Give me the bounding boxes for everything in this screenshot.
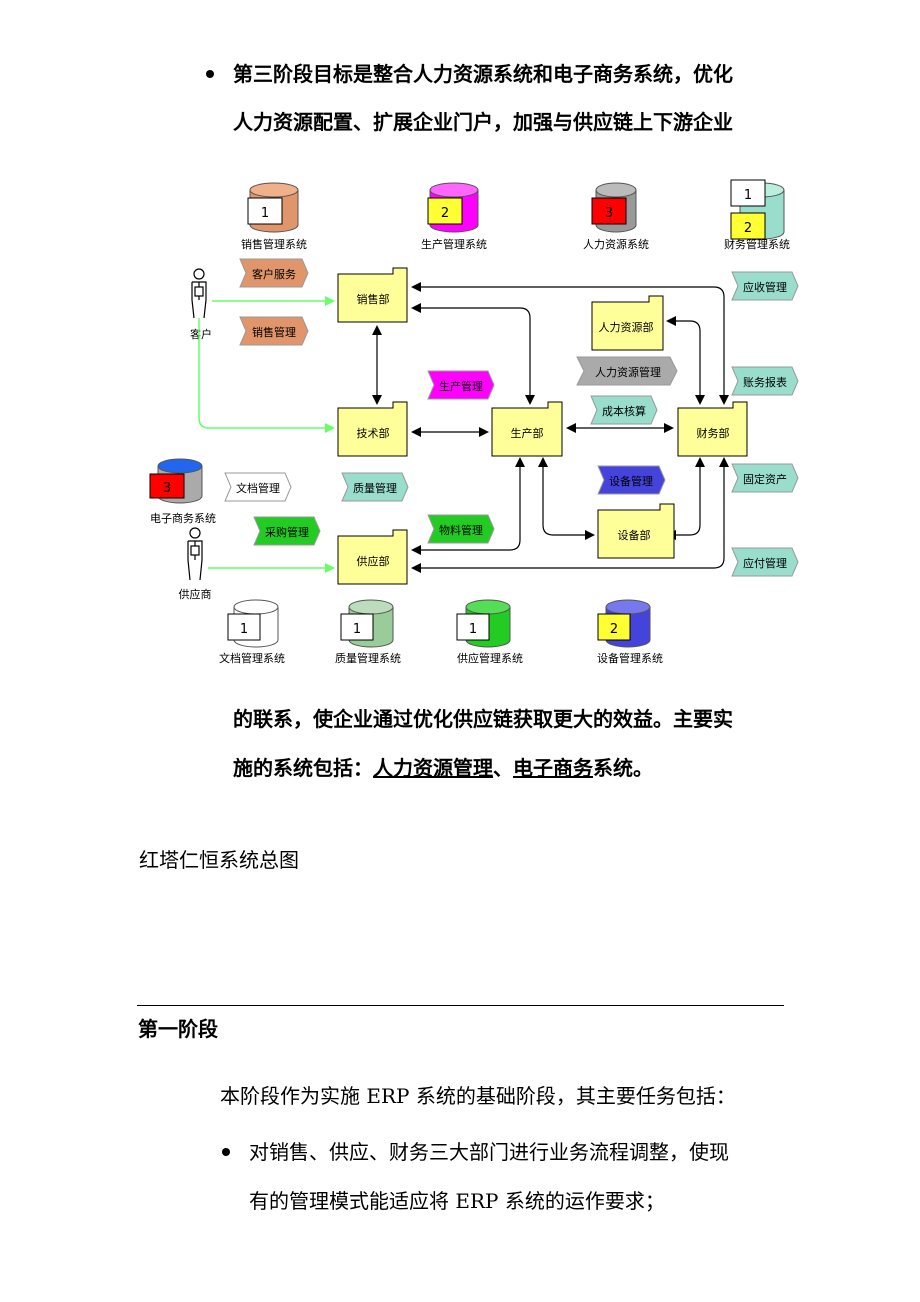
dept-production: 生产部	[491, 401, 563, 457]
tag-purchase-mgmt-label: 采购管理	[265, 525, 309, 539]
ecommerce-link[interactable]: 电子商务	[513, 756, 593, 780]
bullet-dot	[222, 1148, 230, 1156]
tag-doc-mgmt: 文档管理	[224, 472, 292, 502]
tag-production-mgmt: 生产管理	[427, 370, 495, 400]
production-system-num: 2	[441, 206, 449, 221]
dept-supply-label: 供应部	[357, 554, 390, 568]
doc-system-db: 1 文档管理系统	[219, 599, 285, 665]
tag-fixed-assets: 固定资产	[731, 463, 799, 493]
section-divider	[137, 1005, 784, 1006]
supply-system-label: 供应管理系统	[457, 651, 523, 665]
production-system-db: 2 生产管理系统	[421, 182, 487, 251]
hr-system-db: 3 人力资源系统	[583, 182, 649, 251]
tag-hr-mgmt-label: 人力资源管理	[595, 365, 661, 379]
tag-purchase-mgmt: 采购管理	[253, 516, 321, 546]
equipment-system-db: 2 设备管理系统	[597, 599, 663, 665]
section-intro: 本阶段作为实施 ERP 系统的基础阶段，其主要任务包括：	[220, 1084, 736, 1108]
hr-management-link[interactable]: 人力资源管理	[373, 756, 493, 780]
dept-equipment-label: 设备部	[618, 528, 651, 542]
paragraph-mid-suffix: 系统。	[593, 756, 653, 780]
green-connectors	[198, 296, 335, 573]
dept-finance-label: 财务部	[697, 426, 730, 440]
dept-hr-label: 人力资源部	[599, 320, 654, 334]
finance-system-db: 1 2 财务管理系统	[724, 179, 790, 251]
dept-supply: 供应部	[337, 529, 408, 585]
dept-tech: 技术部	[337, 401, 408, 457]
dept-equipment: 设备部	[597, 503, 675, 559]
sales-system-db: 1 销售管理系统	[241, 182, 307, 251]
tag-cost-accounting-label: 成本核算	[602, 404, 646, 418]
customer-actor: 客户	[190, 268, 212, 341]
tag-receivable-label: 应收管理	[743, 280, 787, 294]
tag-quality-mgmt: 质量管理	[341, 472, 409, 502]
hr-system-num: 3	[605, 206, 613, 221]
ecommerce-system-db: 3 电子商务系统	[149, 458, 216, 525]
tag-payable: 应付管理	[731, 547, 799, 577]
production-system-label: 生产管理系统	[421, 237, 487, 251]
hr-system-label: 人力资源系统	[583, 237, 649, 251]
tag-receivable: 应收管理	[731, 271, 799, 301]
tag-material-mgmt-label: 物料管理	[439, 523, 483, 537]
diagram-caption: 红塔仁恒系统总图	[139, 848, 299, 872]
tag-customer-service: 客户服务	[239, 258, 309, 288]
paragraph-mid-line1: 的联系，使企业通过优化供应链获取更大的效益。主要实	[233, 707, 733, 731]
dept-sales-label: 销售部	[357, 292, 390, 306]
ecommerce-system-label: 电子商务系统	[150, 511, 216, 525]
doc-system-num: 1	[240, 622, 248, 637]
tag-sales-mgmt: 销售管理	[239, 316, 309, 346]
dept-sales: 销售部	[337, 267, 408, 323]
supply-system-db: 1 供应管理系统	[456, 599, 523, 665]
quality-system-num: 1	[353, 622, 361, 637]
bullet2-line2: 有的管理模式能适应将 ERP 系统的运作要求；	[249, 1189, 665, 1213]
finance-system-label: 财务管理系统	[724, 237, 790, 251]
supply-system-num: 1	[469, 622, 477, 637]
finance-system-num-b: 2	[744, 221, 752, 236]
equipment-system-label: 设备管理系统	[597, 651, 663, 665]
tag-equipment-mgmt: 设备管理	[597, 465, 666, 495]
customer-label: 客户	[190, 327, 212, 341]
tag-quality-mgmt-label: 质量管理	[353, 481, 397, 495]
paragraph-mid-sep: 、	[493, 756, 513, 780]
tag-accounting-report: 账务报表	[731, 366, 799, 396]
tag-fixed-assets-label: 固定资产	[743, 472, 787, 486]
tag-customer-service-label: 客户服务	[252, 267, 296, 281]
tag-sales-mgmt-label: 销售管理	[252, 325, 296, 339]
paragraph-mid-prefix: 施的系统包括：	[233, 756, 373, 780]
tag-payable-label: 应付管理	[743, 556, 787, 570]
tag-production-mgmt-label: 生产管理	[439, 379, 483, 393]
paragraph-top-line2: 人力资源配置、扩展企业门户，加强与供应链上下游企业	[233, 110, 733, 134]
sales-system-label: 销售管理系统	[241, 237, 307, 251]
ecommerce-system-num: 3	[163, 481, 171, 496]
bullet2-line1: 对销售、供应、财务三大部门进行业务流程调整，使现	[249, 1140, 729, 1164]
dept-hr: 人力资源部	[591, 295, 664, 351]
tag-accounting-report-label: 账务报表	[743, 375, 787, 389]
paragraph-mid-line2: 施的系统包括：人力资源管理、电子商务系统。	[233, 758, 653, 778]
bullet-dot	[206, 70, 214, 78]
doc-system-label: 文档管理系统	[219, 651, 285, 665]
dept-tech-label: 技术部	[357, 426, 390, 440]
tag-hr-mgmt: 人力资源管理	[576, 356, 678, 386]
tag-cost-accounting: 成本核算	[590, 395, 658, 425]
paragraph-top-line1: 第三阶段目标是整合人力资源系统和电子商务系统，优化	[233, 62, 733, 86]
equipment-system-num: 2	[610, 622, 618, 637]
dept-finance: 财务部	[677, 401, 748, 457]
quality-system-label: 质量管理系统	[335, 651, 401, 665]
dept-production-label: 生产部	[511, 426, 544, 440]
supplier-label: 供应商	[179, 587, 212, 601]
supplier-actor: 供应商	[179, 527, 212, 601]
finance-system-num-a: 1	[744, 188, 752, 203]
sales-system-num: 1	[261, 206, 269, 221]
tag-equipment-mgmt-label: 设备管理	[609, 474, 653, 488]
section-heading: 第一阶段	[138, 1017, 218, 1041]
quality-system-db: 1 质量管理系统	[335, 599, 401, 665]
black-connectors	[372, 282, 729, 573]
tag-doc-mgmt-label: 文档管理	[236, 481, 280, 495]
tag-material-mgmt: 物料管理	[427, 514, 495, 544]
